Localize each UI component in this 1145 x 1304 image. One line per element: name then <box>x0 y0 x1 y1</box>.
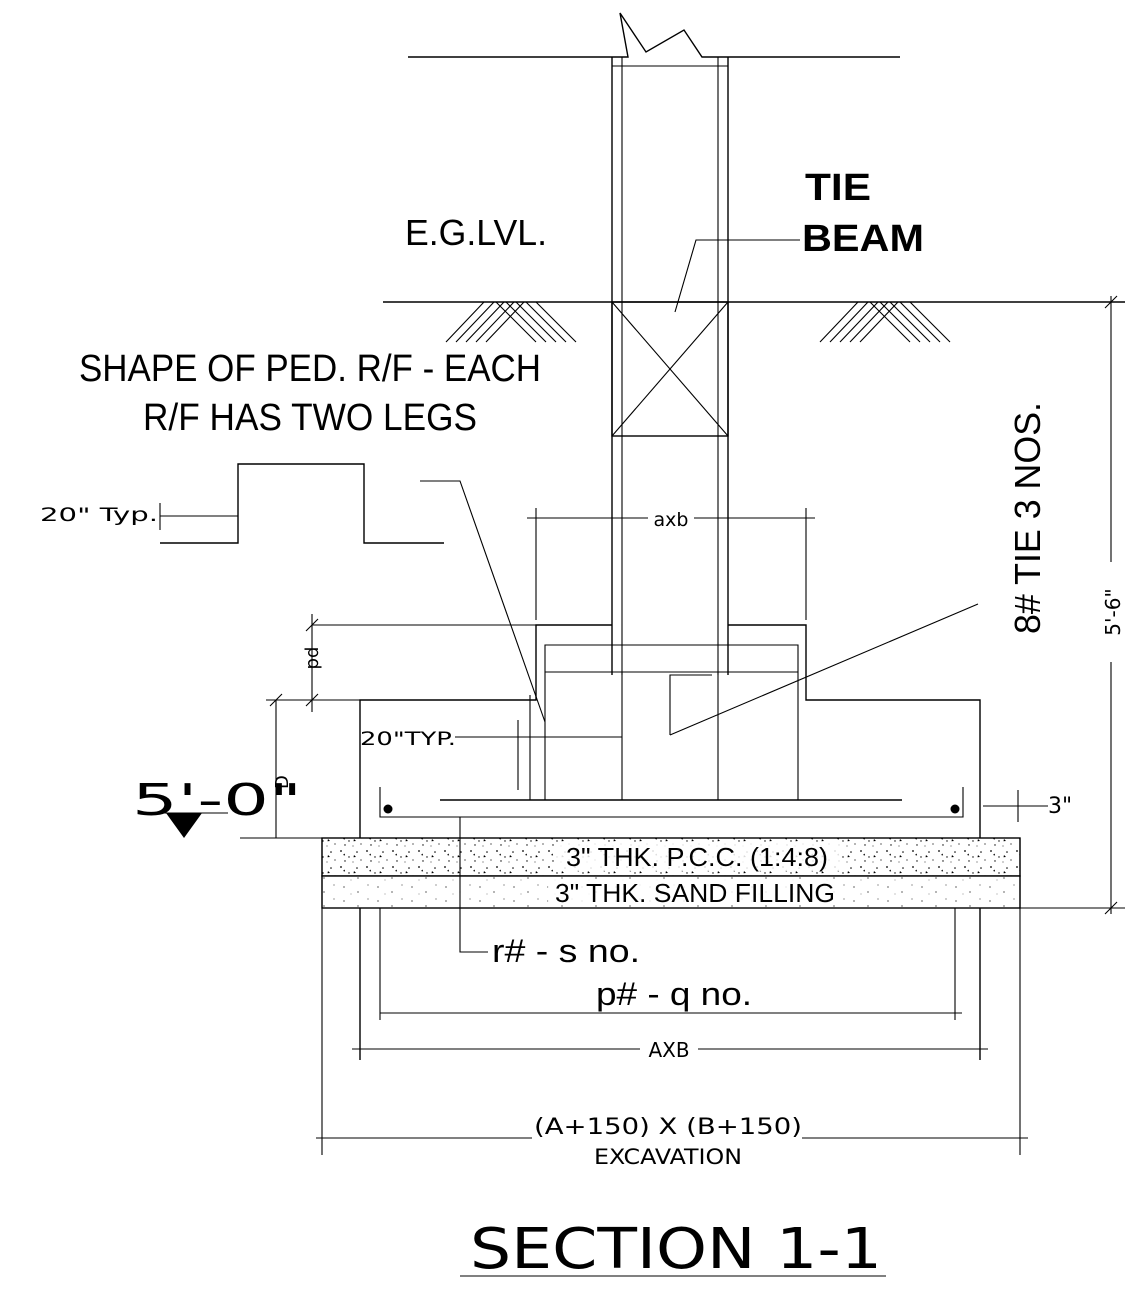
tie-label-line2: BEAM <box>802 218 924 260</box>
tie-nos-label: 8# TIE 3 NOS. <box>1007 402 1048 634</box>
tie-label-line1: TIE <box>805 167 871 209</box>
eg-level-label: E.G.LVL. <box>405 212 547 253</box>
section-title: SECTION 1-1 <box>470 1217 882 1282</box>
typ-20-mid-label: 20"TYP. <box>360 728 456 750</box>
d-dim-label: D <box>272 775 293 789</box>
rebar-dot-right <box>950 804 960 814</box>
three-inch-dimension <box>983 790 1048 822</box>
tie-beam-section <box>611 239 800 437</box>
excavation-label: EXCAVATION <box>594 1145 742 1169</box>
level-triangle-icon <box>166 813 202 838</box>
pd-label: pd <box>302 647 323 670</box>
sand-label: 3" THK. SAND FILLING <box>555 878 835 908</box>
bar-r-label: r# - s no. <box>492 933 640 969</box>
excavation-dim-label: (A+150) X (B+150) <box>534 1115 802 1140</box>
rf-shape-sketch <box>159 463 546 723</box>
tie-leader <box>669 603 979 736</box>
shape-label-line2: R/F HAS TWO LEGS <box>143 397 477 439</box>
axb-small-label: axb <box>654 509 689 531</box>
footing-outline <box>359 624 981 1060</box>
typ-20-top-label: 20" Typ. <box>40 504 158 526</box>
three-inch-label: 3" <box>1048 794 1072 819</box>
pd-dimension <box>305 614 536 712</box>
height-dim-label: 5'-6" <box>1101 588 1125 635</box>
column <box>408 12 900 675</box>
bar-p-label: p# - q no. <box>596 976 752 1012</box>
axb-large-label: AXB <box>648 1038 689 1062</box>
level-label: 5'-0" <box>132 775 302 826</box>
ground-line <box>383 301 1125 343</box>
rebar-dot-left <box>383 804 393 814</box>
level-marker <box>140 693 360 839</box>
pcc-label: 3" THK. P.C.C. (1:4:8) <box>566 842 828 872</box>
bar-r-leader <box>459 817 488 953</box>
shape-label-line1: SHAPE OF PED. R/F - EACH <box>79 348 541 390</box>
